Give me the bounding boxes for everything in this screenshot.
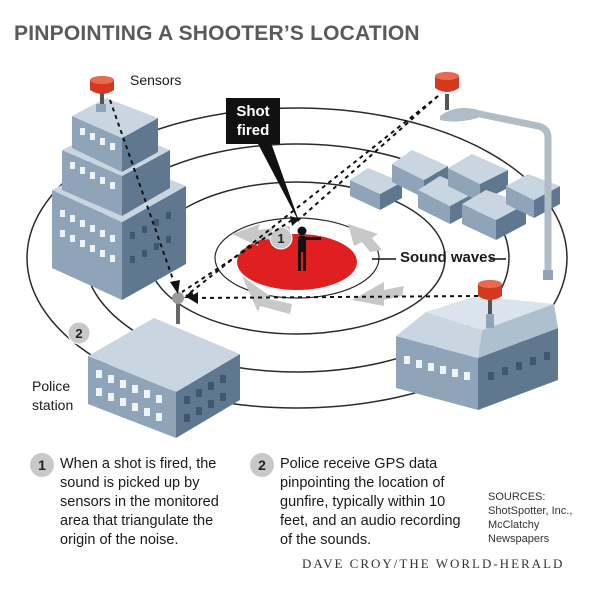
house-icon	[462, 190, 526, 240]
houses	[350, 150, 560, 240]
house-icon	[350, 168, 402, 210]
sensor-icon	[435, 72, 459, 110]
police-station-building	[88, 292, 240, 438]
step-2-badge: 2	[250, 453, 274, 477]
shot-fired-line2: fired	[236, 122, 270, 139]
sources-line2: McClatchy	[488, 519, 540, 531]
signal-arrowheads	[170, 216, 300, 304]
police-station-line2: station	[32, 397, 74, 413]
police-station-label: Police station	[32, 377, 102, 415]
sound-wave-rings	[26, 107, 568, 409]
callout-pointer	[256, 140, 300, 224]
streetlight-icon	[440, 108, 553, 280]
tall-building	[52, 98, 186, 300]
sensor-icon	[90, 76, 114, 104]
diagram-badge-1: 1	[269, 226, 293, 250]
signal-paths	[109, 95, 479, 299]
sensors-label: Sensors	[130, 72, 182, 88]
gunfire-zone	[237, 234, 357, 290]
credit-line: DAVE CROY/THE WORLD-HERALD	[302, 556, 565, 571]
sound-waves-label: Sound waves	[400, 249, 496, 266]
sources-line1: ShotSpotter, Inc.,	[488, 505, 573, 517]
shooter-icon	[297, 226, 321, 271]
shot-fired-callout: Shot fired	[226, 98, 280, 144]
sources-line3: Newspapers	[488, 533, 550, 545]
diagram-badge-1-text: 1	[277, 231, 284, 246]
step-1-text: When a shot is fired, the sound is picke…	[60, 456, 219, 548]
sources-block: SOURCES: ShotSpotter, Inc., McClatchy Ne…	[488, 490, 593, 546]
sources-heading: SOURCES:	[488, 491, 546, 503]
police-station-line1: Police	[32, 378, 71, 394]
factory-building	[396, 296, 558, 410]
step-1-badge: 1	[30, 453, 54, 477]
diagram-badge-2-text: 2	[75, 326, 82, 341]
step-2-text: Police receive GPS data pinpointing the …	[280, 456, 461, 548]
sensor-icon	[478, 280, 502, 314]
shot-fired-line1: Shot	[236, 103, 270, 120]
page-title: PINPOINTING A SHOOTER’S LOCATION	[14, 22, 420, 45]
diagram-badge-2: 2	[67, 321, 91, 345]
